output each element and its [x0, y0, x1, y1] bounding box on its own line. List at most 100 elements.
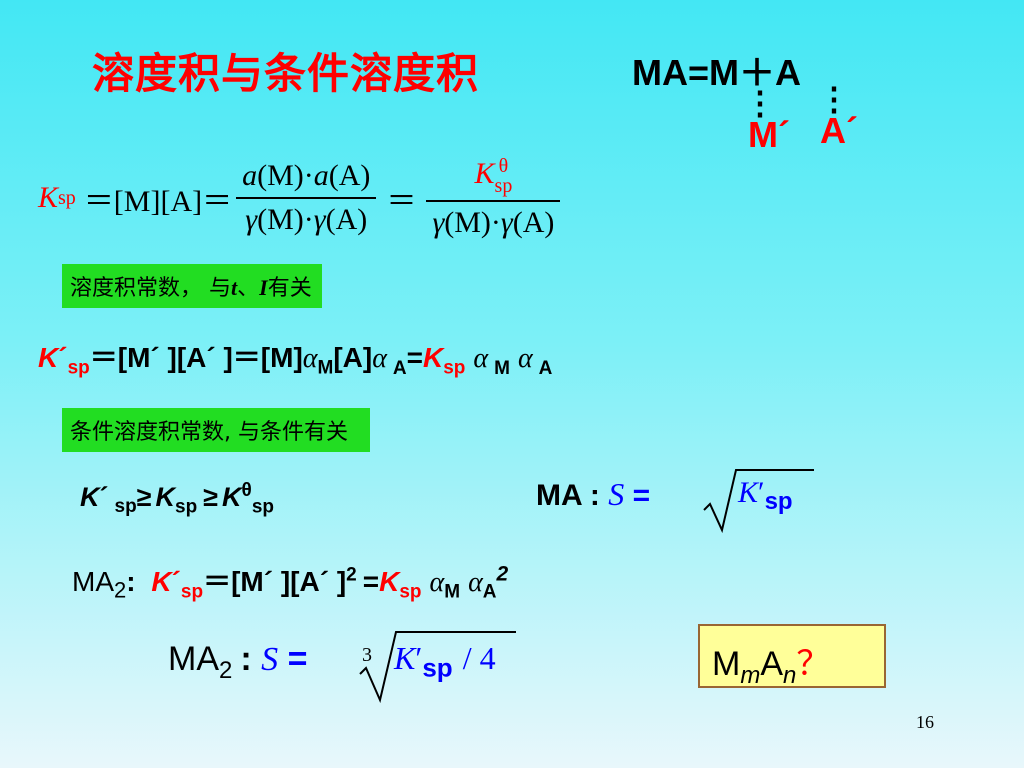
- ksp-eq2: ＝: [386, 185, 417, 218]
- sol-ma2-div: / 4: [462, 640, 496, 676]
- ineq-sp1: sp: [114, 496, 137, 518]
- den2-g1: γ: [432, 206, 445, 239]
- den2-a: (A): [512, 206, 555, 239]
- ineq-k2: K: [155, 482, 176, 512]
- ineq-k1: K: [80, 482, 100, 512]
- ineq-ge2: ≥: [203, 482, 219, 512]
- ineq-ge1: ≥: [136, 482, 152, 512]
- solubility-ma2: MA2: S =: [168, 640, 307, 682]
- cond-m-sub: M: [317, 357, 334, 379]
- ma2-a-sub: A: [482, 581, 497, 603]
- box2-text: 条件溶度积常数, 与条件有关: [70, 420, 348, 445]
- cond-sp2: sp: [443, 357, 466, 379]
- den2-g2: γ: [500, 206, 513, 239]
- mman-a: A: [760, 645, 784, 683]
- ksp-inequality: K´sp≥Ksp≥Kθsp: [80, 480, 274, 516]
- sol-ma2-ma: MA: [168, 640, 219, 678]
- cond-k2: K: [422, 342, 444, 373]
- ksp-k: K: [38, 181, 59, 214]
- ma2-sp: sp: [180, 581, 204, 603]
- sol-ma2-k: K: [394, 640, 416, 676]
- reaction-equation: MA=M＋A: [632, 44, 801, 96]
- num2-theta: θ: [498, 155, 509, 177]
- mman-box: MmAn？: [698, 624, 886, 688]
- ma2-m-sub: M: [444, 581, 461, 603]
- side-reaction-a: A´: [820, 110, 858, 151]
- cube-root-content: K′sp / 4: [394, 640, 496, 680]
- mman-question: ？: [796, 645, 831, 683]
- sqrt-sign: [700, 464, 820, 536]
- den-a: (A): [325, 203, 368, 236]
- note-box-conditional: 条件溶度积常数, 与条件有关: [62, 408, 370, 452]
- cond-alpha3: α: [473, 343, 489, 374]
- ma2-sq2: 2: [496, 562, 509, 586]
- mman-n-sub: n: [783, 661, 797, 689]
- cond-alpha1: α: [302, 343, 318, 374]
- cond-body: ＝[M´ ][A´ ]＝[M]: [89, 342, 303, 373]
- ma2-two: 2: [114, 577, 127, 603]
- cond-sp: sp: [67, 357, 90, 379]
- ineq-sp2: sp: [175, 496, 198, 518]
- ma2-eq: =: [362, 566, 380, 597]
- solubility-ma: MA : S =: [536, 476, 650, 532]
- ma2-prime: ´: [171, 566, 181, 597]
- den-g1: γ: [245, 203, 258, 236]
- cond-alpha2: α: [372, 343, 387, 374]
- num2-k: K: [474, 156, 495, 190]
- cond-prime: ´: [58, 342, 68, 373]
- ma2-colon: :: [126, 566, 136, 597]
- ineq-sp3: sp: [251, 496, 274, 518]
- sol-ma2-sp: sp: [422, 652, 453, 683]
- box1-sep: 、: [237, 276, 260, 301]
- sqrt-content-ma: K′sp: [738, 476, 793, 514]
- mman-formula: MmAn？: [712, 636, 831, 687]
- num-a2: a: [313, 159, 329, 192]
- box1-after: 有关: [267, 276, 312, 301]
- cond-a-sub: A: [392, 357, 407, 379]
- cube-root-index: 3: [362, 644, 372, 666]
- cond-a-sub2: A: [538, 357, 553, 379]
- activity-fraction: a(M)·a(A) γ(M)·γ(A): [236, 159, 377, 237]
- ma2-alpha1: α: [429, 567, 445, 598]
- ineq-p1: ´: [99, 482, 109, 512]
- den-g2: γ: [313, 203, 326, 236]
- sol-ma2-prime: ′: [415, 640, 423, 676]
- cond-alpha4: α: [517, 343, 533, 374]
- sol-ma-prime: ′: [758, 476, 765, 509]
- note-box-ksp: 溶度积常数， 与t、I有关: [62, 264, 322, 308]
- ma2-k2: K: [379, 566, 400, 597]
- ksp-eq1: ＝[M][A]＝: [83, 185, 233, 218]
- den-m: (M)·: [257, 203, 314, 236]
- sol-ma-k: K: [738, 476, 759, 509]
- num2-sp: sp: [494, 175, 513, 197]
- mman-m-sub: m: [740, 661, 761, 689]
- cond-eq: =: [406, 342, 423, 373]
- box1-i: I: [259, 275, 268, 300]
- box1-text: 溶度积常数， 与: [70, 276, 231, 301]
- sol-ma2-colon: :: [240, 640, 252, 678]
- cube-root-sign: [356, 626, 522, 706]
- ineq-k3: K: [222, 482, 242, 512]
- ma2-k: K: [151, 566, 172, 597]
- ma2-ma: MA: [72, 566, 114, 597]
- page-number: 16: [916, 712, 934, 732]
- side-reaction-m: M´: [748, 114, 790, 155]
- reaction-text: MA=M＋A: [632, 52, 801, 93]
- mman-m: M: [712, 645, 741, 683]
- sol-ma-eq: =: [632, 479, 651, 512]
- den2-m: (M)·: [444, 206, 501, 239]
- reaction-dots-right: ⋮: [818, 81, 850, 117]
- sol-ma-sp: sp: [764, 488, 793, 515]
- ma2-sp2: sp: [399, 581, 422, 603]
- sol-ma2-s: S: [261, 641, 279, 678]
- cond-k: K: [38, 342, 59, 373]
- ineq-theta: θ: [241, 480, 252, 501]
- sol-ma-s: S: [608, 476, 625, 512]
- ma2-alpha2: α: [468, 567, 483, 598]
- page-title: 溶度积与条件溶度积: [92, 49, 480, 98]
- sol-ma2-two: 2: [219, 656, 233, 684]
